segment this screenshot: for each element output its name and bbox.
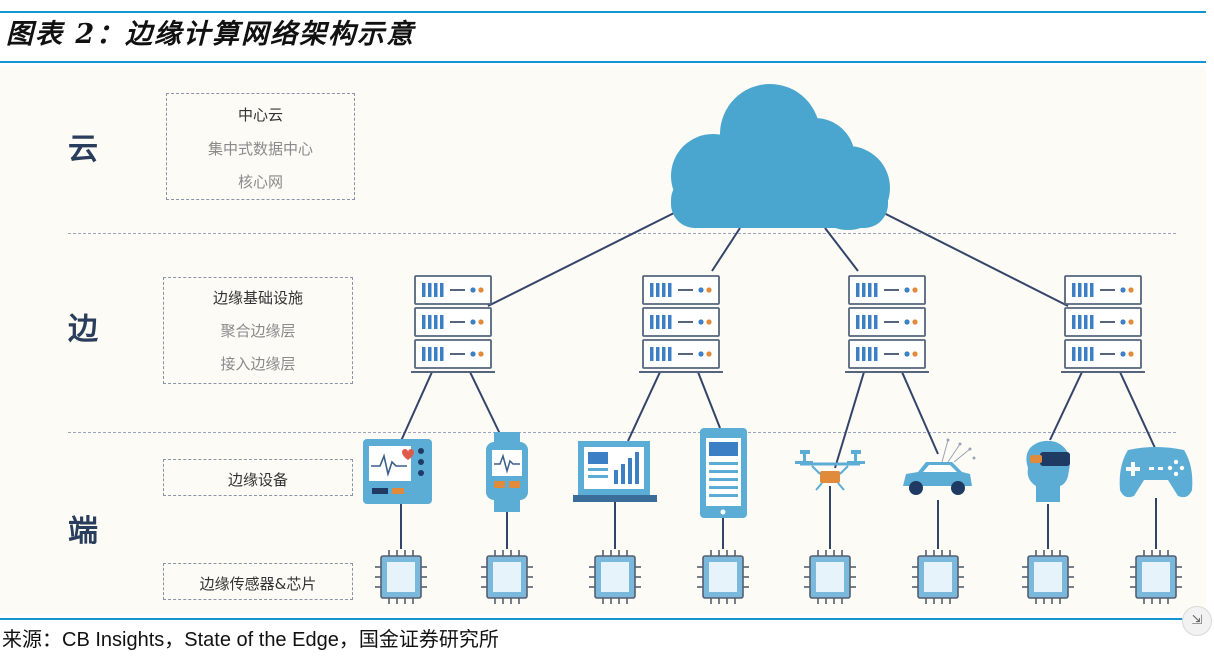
sensor-chip-icon: [911, 549, 965, 605]
edge-server-icon: [411, 276, 495, 372]
smartwatch-icon: [486, 432, 528, 512]
figure-title: 图表 2：边缘计算网络架构示意: [6, 19, 416, 50]
diagram-panel: 云 边 端 中心云 集中式数据中心 核心网 边缘基础设施 聚合边缘层 接入边缘层…: [0, 66, 1206, 614]
cloud-box-line-3: 核心网: [237, 173, 283, 191]
sensor-chip-icon: [803, 549, 857, 605]
sensor-chip-icon: [1129, 549, 1183, 605]
edge-server-icon: [845, 276, 929, 372]
connected-car-icon: [903, 438, 976, 495]
server-device-links: [400, 371, 1156, 469]
gamepad-icon: [1119, 447, 1193, 498]
edge-box-line-2: 聚合边缘层: [220, 322, 296, 340]
edge-box-line-3: 接入边缘层: [220, 355, 296, 373]
sensor-chip-icon: [696, 549, 750, 605]
collapse-icon[interactable]: ⇲: [1182, 606, 1212, 636]
cloud-box-line-1: 中心云: [237, 106, 283, 124]
cloud-box-line-2: 集中式数据中心: [207, 140, 313, 158]
central-cloud-icon: [671, 84, 890, 230]
sensor-chip-icon: [374, 549, 428, 605]
vr-headset-icon: [1026, 440, 1070, 502]
sensor-chip-icon: [480, 549, 534, 605]
sensor-chip-icon: [1021, 549, 1075, 605]
cloud-edge-separator: [68, 233, 1176, 234]
header-bottom-rule: [0, 61, 1206, 63]
sensor-box-label: 边缘传感器&芯片: [199, 575, 317, 593]
sensor-chip-icon: [588, 549, 642, 605]
laptop-icon: [573, 441, 657, 502]
drone-icon: [795, 450, 865, 491]
device-box-label: 边缘设备: [227, 471, 288, 489]
header-top-rule: [0, 11, 1206, 13]
edge-label-box: 边缘基础设施 聚合边缘层 接入边缘层: [163, 277, 353, 384]
source-note: 来源：CB Insights，State of the Edge，国金证券研究所: [2, 629, 499, 651]
edge-end-separator: [68, 432, 1176, 433]
device-label-box: 边缘设备: [163, 459, 353, 496]
edge-box-line-1: 边缘基础设施: [212, 289, 303, 307]
edge-server-icon: [1061, 276, 1145, 372]
tier-label-edge: 边: [68, 312, 98, 347]
sensor-label-box: 边缘传感器&芯片: [163, 563, 353, 600]
architecture-diagram: [363, 84, 1193, 605]
heart-monitor-icon: [363, 439, 432, 504]
tier-label-cloud: 云: [68, 132, 98, 167]
cloud-server-links: [487, 205, 1069, 307]
tier-label-end: 端: [68, 514, 98, 549]
device-chip-links: [400, 486, 1157, 549]
footer-rule: [0, 618, 1187, 620]
edge-server-icon: [639, 276, 723, 372]
tablet-icon: [700, 428, 747, 518]
cloud-label-box: 中心云 集中式数据中心 核心网: [166, 93, 355, 200]
